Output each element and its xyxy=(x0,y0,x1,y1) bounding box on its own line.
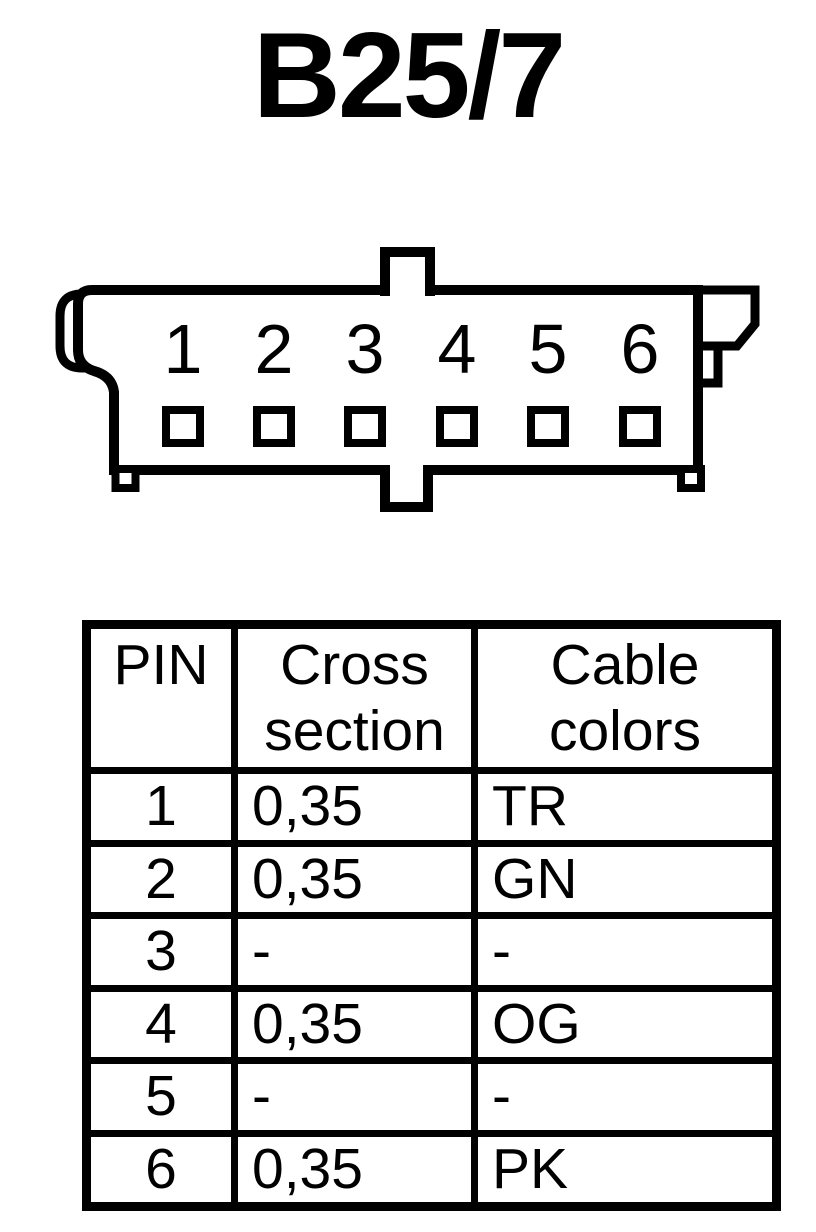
pin-cavity-4 xyxy=(436,406,478,447)
cross-section-value: - xyxy=(231,1057,478,1137)
table-row: 5 - - xyxy=(83,1057,780,1137)
cross-section-value: 0,35 xyxy=(231,839,478,920)
cable-color-value: TR xyxy=(471,767,780,847)
column-header-cross-section: Cross section xyxy=(231,621,478,774)
cross-section-value: 0,35 xyxy=(231,984,478,1065)
cable-color-value: OG xyxy=(471,984,780,1065)
connector-right-foot xyxy=(677,465,705,492)
connector-left-foot xyxy=(111,465,140,492)
pin-cavity-5 xyxy=(527,406,569,447)
table-header-row: PIN Cross section Cable colors xyxy=(83,621,780,774)
table-row: 1 0,35 TR xyxy=(83,767,780,847)
pin-cavity-1 xyxy=(162,406,204,447)
pin-cavity-3 xyxy=(344,406,386,447)
connector-top-tab xyxy=(380,247,435,296)
table-row: 3 - - xyxy=(83,912,780,992)
pin-value: 3 xyxy=(83,912,238,992)
connector-bottom-tab xyxy=(380,465,433,512)
pin-value: 6 xyxy=(83,1129,238,1211)
pin-numbers: 1 2 3 4 5 6 xyxy=(164,310,660,388)
pin-number-label-1: 1 xyxy=(164,310,203,388)
pin-number-label-5: 5 xyxy=(529,310,568,388)
cable-color-value: - xyxy=(471,1057,780,1137)
pin-cavities xyxy=(162,406,661,447)
cross-section-value: - xyxy=(231,912,478,992)
pin-cavity-2 xyxy=(253,406,295,447)
pin-table: PIN Cross section Cable colors 1 0,35 TR… xyxy=(82,620,781,1212)
pin-value: 2 xyxy=(83,839,238,920)
table-row: 4 0,35 OG xyxy=(83,984,780,1065)
cable-color-value: - xyxy=(471,912,780,992)
cross-section-value: 0,35 xyxy=(231,1129,478,1211)
pin-number-label-2: 2 xyxy=(255,310,294,388)
pin-number-label-4: 4 xyxy=(438,310,477,388)
cross-section-value: 0,35 xyxy=(231,767,478,847)
table-row: 6 0,35 PK xyxy=(83,1129,780,1211)
pin-cavity-6 xyxy=(619,406,661,447)
column-header-pin: PIN xyxy=(83,621,238,774)
table-row: 2 0,35 GN xyxy=(83,839,780,920)
pin-value: 5 xyxy=(83,1057,238,1137)
pin-number-label-3: 3 xyxy=(346,310,385,388)
pin-number-label-6: 6 xyxy=(621,310,660,388)
connector-right-upper-tab xyxy=(691,285,760,351)
pin-value: 4 xyxy=(83,984,238,1065)
page-title: B25/7 xyxy=(252,7,567,143)
pin-value: 1 xyxy=(83,767,238,847)
cable-color-value: PK xyxy=(471,1129,780,1211)
column-header-cable-colors: Cable colors xyxy=(471,621,780,774)
connector-diagram: 1 2 3 4 5 6 xyxy=(55,247,760,512)
cable-color-value: GN xyxy=(471,839,780,920)
